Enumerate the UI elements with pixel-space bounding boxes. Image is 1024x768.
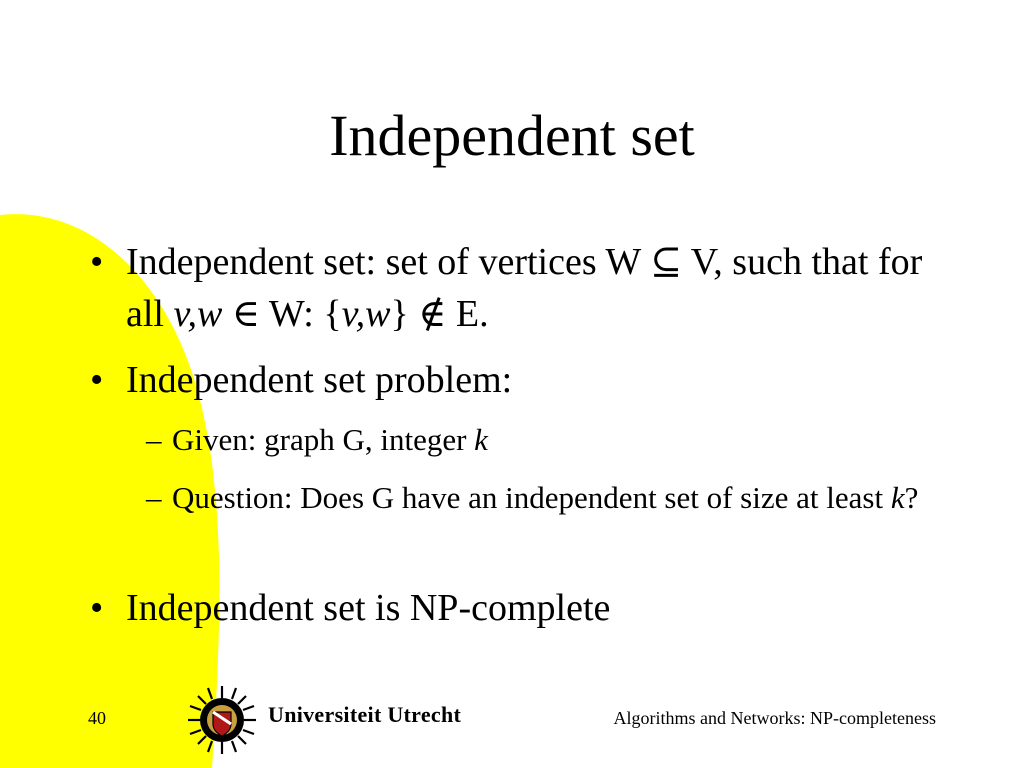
bullet-text: Independent set is NP-complete: [126, 587, 611, 629]
sub-bullet-question: – Question: Does G have an independent s…: [146, 476, 926, 520]
bullet-np-complete: • Independent set is NP-complete: [90, 582, 950, 634]
bullet-mark: •: [90, 587, 104, 629]
page-number: 40: [88, 708, 106, 728]
bullet-definition: • Independent set: set of vertices W ⊆ V…: [90, 236, 950, 340]
bullet-text: Independent set: set of vertices W ⊆ V, …: [126, 241, 923, 335]
subset-symbol: ⊆: [650, 241, 682, 283]
bullet-mark: •: [90, 241, 104, 283]
sub-bullet-given: – Given: graph G, integer k: [146, 418, 926, 462]
bullet-text: Independent set problem:: [126, 359, 513, 401]
course-title: Algorithms and Networks: NP-completeness: [613, 708, 936, 728]
dash-mark: –: [146, 480, 162, 515]
sub-bullet-text: Question: Does G have an independent set…: [172, 480, 919, 515]
university-name: Universiteit Utrecht: [268, 702, 462, 727]
utrecht-sun-seal-icon: [188, 686, 256, 754]
slide-title: Independent set: [329, 103, 695, 168]
sub-bullet-text: Given: graph G, integer k: [172, 422, 488, 457]
bullet-mark: •: [90, 359, 104, 401]
element-symbol: ∈: [222, 293, 269, 335]
bullet-problem: • Independent set problem:: [90, 354, 950, 406]
dash-mark: –: [146, 422, 162, 457]
not-element-symbol: ∉: [418, 293, 447, 335]
